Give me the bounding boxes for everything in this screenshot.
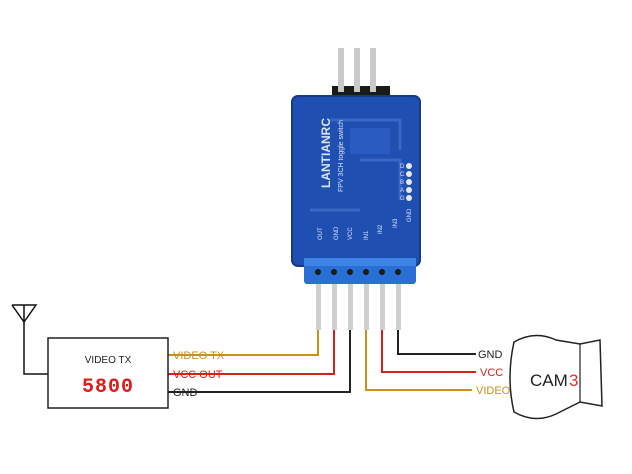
top-pin-header [332, 48, 390, 100]
hdr-label-gnd2: GND [407, 208, 413, 222]
wire-label-vcc-cam: VCC [480, 367, 503, 379]
hdr-label-out: OUT [318, 227, 324, 240]
cam-wires [365, 330, 476, 391]
tx-wires [168, 330, 351, 393]
camera-number: 3 [569, 371, 578, 390]
side-pin-a: A [400, 188, 404, 194]
transmitter-channel-display: 5800 [82, 376, 134, 399]
side-pin-d: D [400, 164, 405, 170]
wire-label-gnd-cam: GND [478, 349, 503, 361]
wire-label-vcc-out: VCC OUT [173, 369, 223, 381]
wire-label-video-tx: VIDEO TX [173, 350, 225, 362]
side-pin-b: B [400, 180, 404, 186]
hdr-label-in3: IN3 [393, 218, 399, 228]
side-pin-pads [406, 163, 412, 201]
wire-label-gnd-tx: GND [173, 387, 198, 399]
camera-label: CAM [530, 371, 568, 390]
hdr-label-gnd1: GND [334, 226, 340, 240]
video-transmitter: VIDEO TX 5800 [47, 337, 169, 409]
bottom-pin-header [304, 258, 416, 330]
brand-label: LANTIANRC [319, 118, 333, 188]
transmitter-title: VIDEO TX [85, 355, 132, 366]
wire-label-video-cam: VIDEO [476, 385, 511, 397]
antenna-icon [11, 304, 48, 375]
hdr-label-in2: IN2 [378, 224, 384, 234]
switch-pcb: D C B A G LANTIANRC FPV 3CH toggle switc… [291, 95, 421, 267]
camera-icon: CAM 3 [509, 334, 603, 420]
side-pin-g: G [400, 196, 405, 202]
hdr-label-vcc: VCC [348, 227, 354, 240]
subtitle-label: FPV 3CH toggle switch [338, 120, 345, 192]
hdr-label-in1: IN1 [364, 230, 370, 240]
side-pin-c: C [400, 172, 405, 178]
